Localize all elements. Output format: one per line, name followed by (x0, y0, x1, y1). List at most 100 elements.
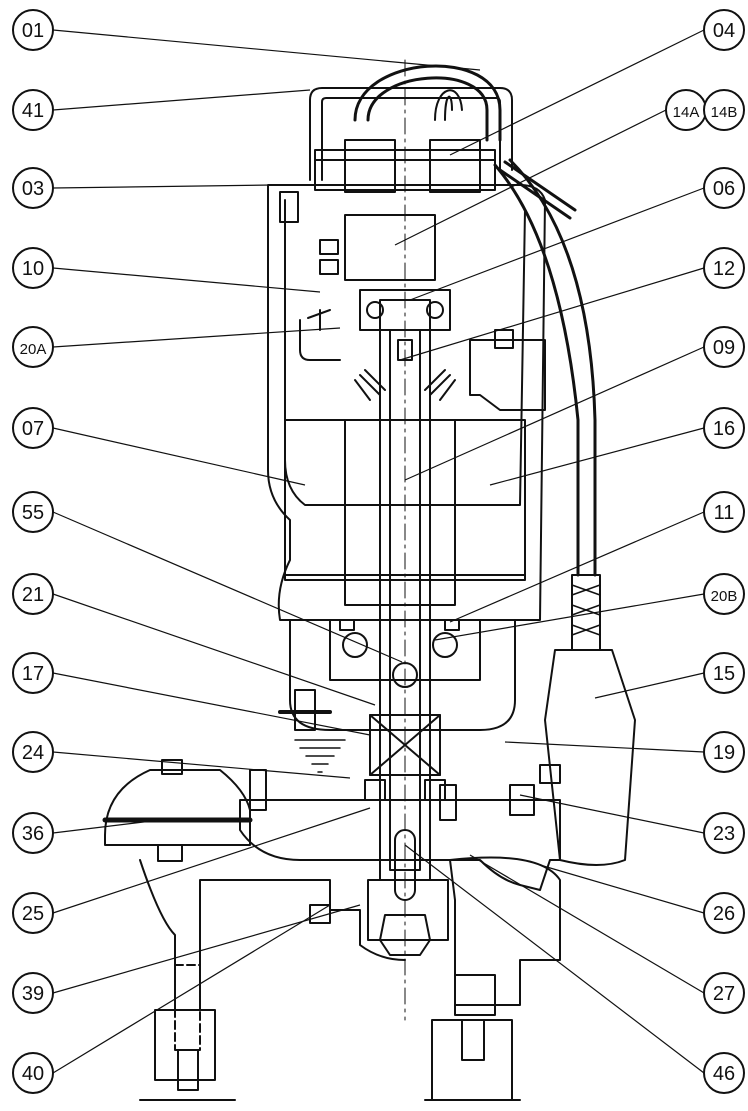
part-number-text: 27 (713, 983, 735, 1005)
part-label-07: 07 (12, 407, 54, 449)
suction-cover (139, 859, 406, 1011)
outgoing-cable (493, 163, 580, 577)
leader-line-39 (52, 904, 361, 994)
leader-line-15 (594, 672, 705, 699)
part-number-text: 14A (673, 104, 700, 121)
impeller-nut (379, 914, 431, 956)
part-number-text: 07 (22, 418, 44, 440)
part-number-text: 36 (22, 823, 44, 845)
lifting-handle (309, 87, 513, 181)
leader-line-12 (399, 267, 705, 361)
label-circle (12, 247, 54, 289)
part-label-20B: 20B (703, 573, 745, 615)
label-circle (12, 89, 54, 131)
part-label-27: 27 (703, 972, 745, 1014)
rotor (344, 419, 456, 606)
leader-line-16 (489, 427, 705, 486)
part-label-21: 21 (12, 573, 54, 615)
cable-gland-right (429, 139, 481, 193)
part-label-40: 40 (12, 1052, 54, 1094)
leader-line-11 (449, 511, 705, 623)
part-number-text: 17 (22, 663, 44, 685)
part-number-text: 26 (713, 903, 735, 925)
part-label-36: 36 (12, 812, 54, 854)
part-label-41: 41 (12, 89, 54, 131)
part-label-23: 23 (703, 812, 745, 854)
part-number-text: 09 (713, 337, 735, 359)
leader-line-23 (519, 794, 705, 834)
leader-line-46 (404, 844, 705, 1074)
leader-line-55 (52, 511, 403, 663)
thermal-protector (299, 319, 341, 361)
centrifugal-switch (354, 339, 456, 401)
discharge-elbow (469, 339, 546, 411)
label-circle (703, 491, 745, 533)
part-number-text: 20B (711, 588, 738, 605)
part-number-text: 25 (22, 903, 44, 925)
side-cover (104, 769, 251, 846)
label-circle (703, 247, 745, 289)
float-switch (544, 649, 636, 866)
label-circle (12, 326, 54, 368)
leader-line-26 (539, 864, 705, 914)
part-label-04: 04 (703, 9, 745, 51)
left-leg (154, 1009, 216, 1081)
part-label-46: 46 (703, 1052, 745, 1094)
part-label-14A: 14A (665, 89, 707, 131)
label-circle (12, 652, 54, 694)
leader-line-27 (469, 854, 705, 994)
drain-plug (278, 689, 332, 731)
label-circle (703, 972, 745, 1014)
part-label-24: 24 (12, 731, 54, 773)
label-circle (703, 407, 745, 449)
leader-line-24 (52, 751, 351, 779)
label-circle (12, 491, 54, 533)
oil-level-mark (294, 739, 346, 773)
part-label-39: 39 (12, 972, 54, 1014)
label-circle (703, 573, 745, 615)
part-label-26: 26 (703, 892, 745, 934)
leader-line-14A (394, 109, 667, 246)
leader-line-20B (434, 593, 705, 641)
part-label-10: 10 (12, 247, 54, 289)
leader-line-04 (449, 29, 705, 156)
leader-line-25 (52, 807, 371, 914)
part-number-text: 39 (22, 983, 44, 1005)
label-circle (12, 9, 54, 51)
part-label-03: 03 (12, 167, 54, 209)
upper-bearing (359, 289, 451, 331)
label-circle (12, 1052, 54, 1094)
part-number-text: 46 (713, 1063, 735, 1085)
leader-line-40 (52, 904, 331, 1074)
label-circle (703, 1052, 745, 1094)
leader-line-07 (52, 427, 306, 486)
label-circle (12, 731, 54, 773)
impeller (367, 879, 449, 941)
part-number-text: 16 (713, 418, 735, 440)
part-number-text: 14B (711, 104, 738, 121)
lower-bearing (329, 619, 481, 681)
label-circle (12, 573, 54, 615)
leader-line-20A (52, 327, 341, 348)
part-number-text: 23 (713, 823, 735, 845)
part-label-55: 55 (12, 491, 54, 533)
leader-line-06 (409, 187, 705, 301)
leader-line-01 (52, 29, 481, 71)
part-label-12: 12 (703, 247, 745, 289)
label-circle (703, 812, 745, 854)
leader-line-10 (52, 267, 321, 293)
part-number-text: 55 (22, 502, 44, 524)
part-label-09: 09 (703, 326, 745, 368)
part-label-17: 17 (12, 652, 54, 694)
part-number-text: 03 (22, 178, 44, 200)
label-circle (12, 812, 54, 854)
label-circle (12, 972, 54, 1014)
mechanical-seal (369, 714, 441, 776)
part-label-06: 06 (703, 167, 745, 209)
part-number-text: 15 (713, 663, 735, 685)
leader-line-19 (504, 741, 705, 753)
label-circle (12, 892, 54, 934)
part-label-15: 15 (703, 652, 745, 694)
